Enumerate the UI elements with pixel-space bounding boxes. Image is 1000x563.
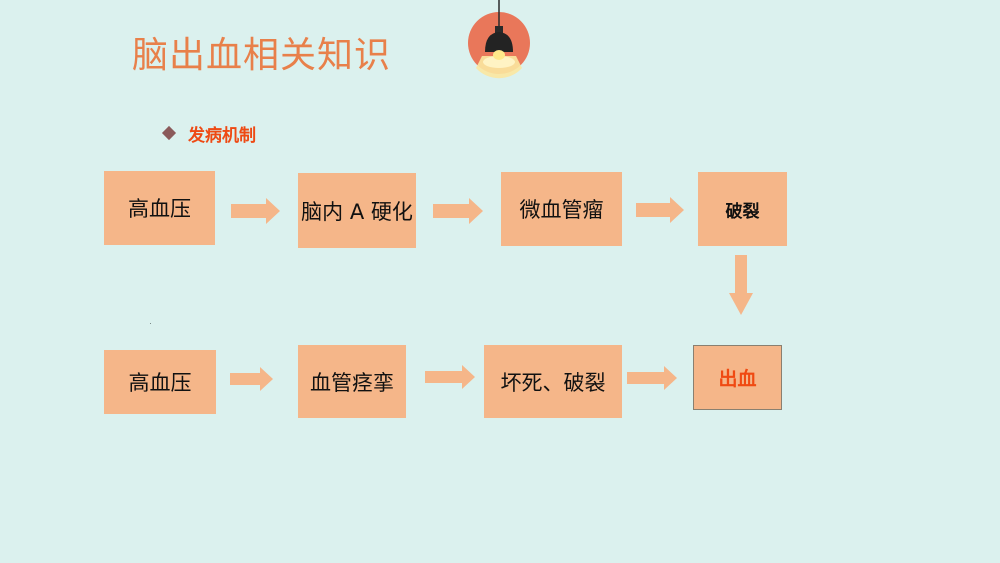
flow-box-hemorrhage: 出血 <box>693 345 782 410</box>
flow-box-microaneurysm: 微血管瘤 <box>501 172 622 246</box>
arrow-right-icon <box>230 367 273 391</box>
flow-box-atherosclerosis: 脑内 A 硬化 <box>298 173 416 248</box>
arrow-right-icon <box>627 366 677 390</box>
flow-box-hypertension-1: 高血压 <box>104 171 215 245</box>
flow-box-necrosis-rupture: 坏死、破裂 <box>484 345 622 418</box>
arrow-right-icon <box>231 198 280 224</box>
arrow-right-icon <box>636 197 684 223</box>
section-heading-text: 发病机制 <box>188 125 256 146</box>
page-title: 脑出血相关知识 <box>132 35 392 76</box>
arrow-right-icon <box>433 198 483 224</box>
section-heading: 发病机制 <box>161 121 256 146</box>
flow-box-rupture: 破裂 <box>698 172 787 246</box>
arrow-down-icon <box>729 255 753 315</box>
lamp-icon <box>468 0 530 79</box>
flow-box-vasospasm: 血管痉挛 <box>298 345 406 418</box>
arrow-right-icon <box>425 365 475 389</box>
flow-box-hypertension-2: 高血压 <box>104 350 216 414</box>
stray-dot <box>150 323 151 324</box>
